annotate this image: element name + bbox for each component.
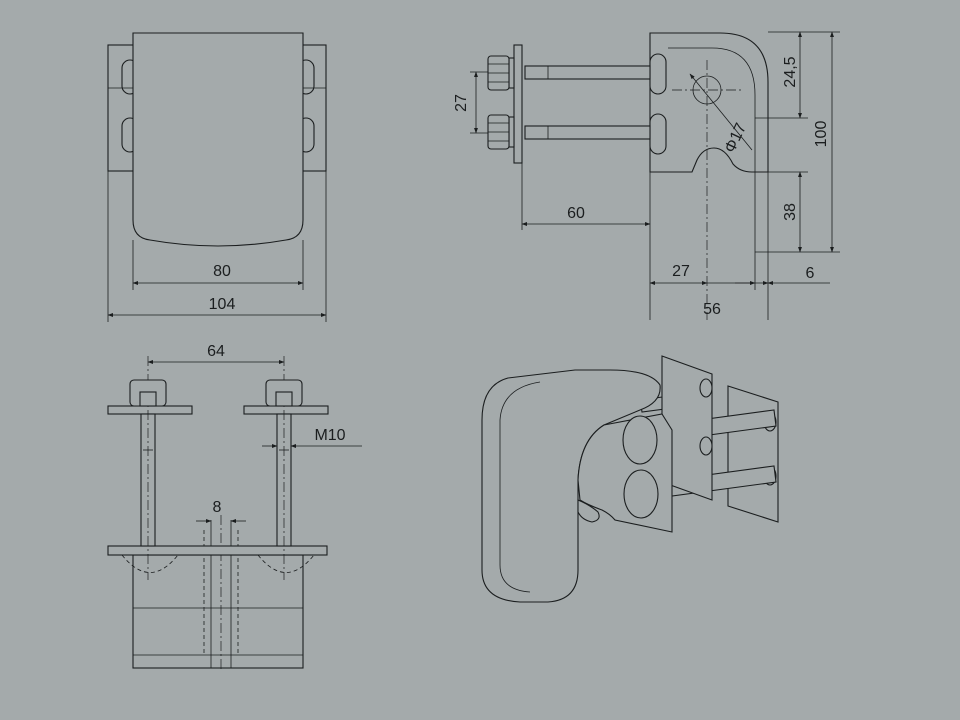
iso-pad-face — [499, 381, 541, 593]
side-nuts — [487, 55, 510, 150]
dim-top-bolt-spacing: 64 — [207, 343, 225, 360]
iso-bolt-heads — [622, 415, 659, 519]
side-bracket-body — [649, 32, 769, 173]
dim-side-hole-leader — [689, 73, 753, 151]
dim-top-slot-width: 8 — [213, 499, 222, 516]
top-nuts — [129, 379, 303, 407]
dim-side-bolt-length: 60 — [567, 205, 585, 222]
side-hole-centerlines — [672, 60, 742, 320]
dim-side-height: 100 — [813, 121, 830, 148]
dim-side-lower-offset: 38 — [782, 203, 799, 221]
side-bolt-heads-round — [649, 53, 667, 155]
isometric-view — [481, 355, 779, 603]
top-slot — [203, 515, 239, 670]
side-extension-lines — [470, 31, 840, 320]
side-pad-outline — [668, 47, 756, 172]
iso-front-plate — [661, 355, 713, 501]
top-bolt-shafts — [140, 356, 292, 580]
side-clamp-plate — [513, 44, 523, 164]
side-washers — [508, 57, 515, 148]
side-view: 27 60 27 56 6 Φ17 24,5 38 100 — [453, 31, 840, 320]
iso-rear-plate — [727, 385, 779, 523]
iso-bracket-notch — [577, 499, 600, 523]
top-base-block — [132, 554, 304, 669]
dim-side-depth: 56 — [703, 301, 721, 318]
dim-side-hole-offset: 27 — [672, 263, 690, 280]
dim-side-thickness: 6 — [806, 265, 815, 282]
dim-side-top-offset: 24,5 — [782, 56, 799, 87]
dim-side-bolt-spacing: 27 — [453, 94, 470, 112]
dim-front-inner-width: 80 — [213, 263, 231, 280]
front-view: 80 104 — [107, 32, 327, 322]
top-hidden-heads — [121, 554, 315, 573]
top-mount-plate — [107, 545, 328, 556]
top-view: 64 M10 8 — [107, 343, 362, 670]
side-bolts — [524, 65, 651, 140]
front-pad-body — [132, 32, 304, 247]
top-clamp-plates — [107, 405, 329, 415]
iso-pad-body — [481, 369, 661, 603]
dim-front-outer-width: 104 — [209, 296, 236, 313]
dim-top-thread-size: M10 — [314, 427, 345, 444]
